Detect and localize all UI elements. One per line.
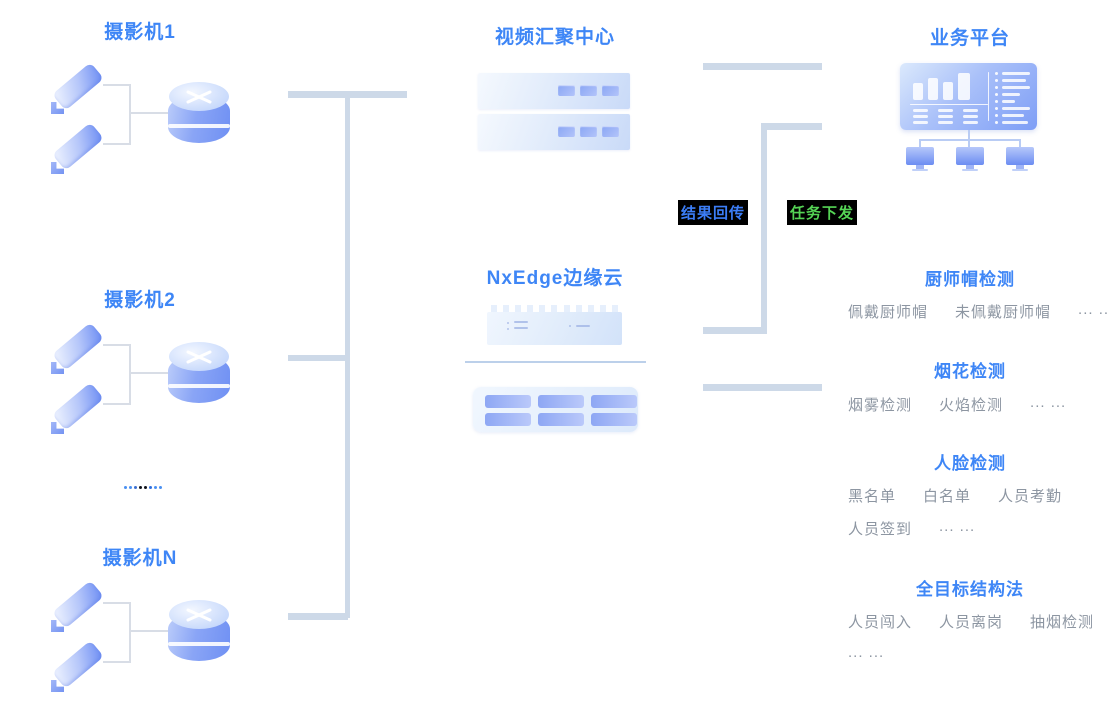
dashboard-bar xyxy=(958,73,970,100)
monitor-icon xyxy=(906,147,934,172)
network-switch-icon xyxy=(168,82,230,146)
detection-items-row: 黑名单 白名单 人员考勤 xyxy=(848,485,1062,506)
bus-line-elbow-cameraN xyxy=(288,613,348,620)
platform-tree-line xyxy=(919,139,921,148)
platform-tree-line xyxy=(968,139,970,148)
camera-group-n-title: 摄影机N xyxy=(102,548,178,569)
detection-items-row: 烟雾检测 火焰检测 ... ... xyxy=(848,394,1066,415)
camera-group-2-title: 摄影机2 xyxy=(104,290,176,311)
rack-server-icon xyxy=(478,114,630,150)
camera1-link-line xyxy=(129,84,131,145)
detection-items-row: 人员签到 ... ... xyxy=(848,518,975,539)
detection-title-smoke-fire: 烟花检测 xyxy=(934,362,1006,381)
bus-line-stub-camera2 xyxy=(288,355,345,361)
detection-title-chef-hat: 厨师帽检测 xyxy=(925,270,1015,289)
detection-title-full-target: 全目标结构法 xyxy=(916,580,1024,599)
detection-item: 抽烟检测 xyxy=(1030,614,1095,631)
cctv-camera-icon xyxy=(50,60,108,118)
network-switch-icon xyxy=(168,600,230,664)
edge-cloud-title: NxEdge边缘云 xyxy=(486,268,624,289)
dashboard-icon xyxy=(900,63,1037,130)
platform-tree-line xyxy=(919,139,1021,141)
detection-items-row: ... ... xyxy=(848,644,884,661)
cctv-camera-icon xyxy=(50,320,108,378)
memory-modules-icon xyxy=(473,387,638,432)
edge-chip-icon xyxy=(487,305,622,345)
camera2-link-line xyxy=(103,344,131,346)
monitor-icon xyxy=(956,147,984,172)
cameraN-link-line xyxy=(103,661,131,663)
detection-item: 黑名单 xyxy=(848,488,897,505)
camera1-link-line xyxy=(103,143,131,145)
bus-line-vertical xyxy=(345,95,350,618)
connector-elbow-top xyxy=(764,123,822,130)
detection-item: ... ... xyxy=(1078,301,1110,318)
detection-items-row: 佩戴厨师帽 未佩戴厨师帽 ... ... xyxy=(848,301,1110,322)
task-dispatch-label: 任务下发 xyxy=(787,200,858,225)
monitor-icon xyxy=(1006,147,1034,172)
platform-tree-line xyxy=(1019,139,1021,148)
platform-title: 业务平台 xyxy=(929,28,1010,49)
connector-lower-bar xyxy=(703,384,822,391)
detection-item: 人员离岗 xyxy=(939,614,1004,631)
dashboard-bar xyxy=(913,83,923,100)
switch-arrows-icon xyxy=(186,608,212,622)
detection-item: 人员闯入 xyxy=(848,614,913,631)
cameraN-link-line xyxy=(103,602,131,604)
bus-line-top xyxy=(288,91,407,98)
detection-title-face: 人脸检测 xyxy=(934,454,1006,473)
camera2-link-line xyxy=(129,344,131,405)
detection-item: ... ... xyxy=(848,644,885,661)
detection-items-row: 人员闯入 人员离岗 抽烟检测 xyxy=(848,611,1094,632)
more-cameras-ellipsis xyxy=(124,486,162,489)
cctv-camera-icon xyxy=(50,638,108,696)
camera-group-1-title: 摄影机1 xyxy=(104,22,176,43)
detection-item: ... ... xyxy=(1030,394,1067,411)
detection-item: ... ... xyxy=(939,518,976,535)
dashboard-bar xyxy=(928,78,938,100)
connector-elbow-bottom xyxy=(703,327,767,334)
detection-item: 烟雾检测 xyxy=(848,397,913,414)
detection-item: 火焰检测 xyxy=(939,397,1004,414)
platform-tree-line xyxy=(968,130,970,139)
detection-item: 白名单 xyxy=(923,488,972,505)
camera2-link-line xyxy=(103,403,131,405)
camera1-link-line xyxy=(131,112,171,114)
video-center-title: 视频汇聚中心 xyxy=(494,27,615,48)
switch-arrows-icon xyxy=(186,90,212,104)
network-switch-icon xyxy=(168,342,230,406)
detection-item: 人员考勤 xyxy=(998,488,1063,505)
detection-item: 人员签到 xyxy=(848,521,913,538)
connector-top-bar xyxy=(703,63,822,70)
edge-section-divider xyxy=(465,361,646,363)
connector-elbow-vertical xyxy=(761,123,767,331)
camera2-link-line xyxy=(131,372,171,374)
detection-item: 未佩戴厨师帽 xyxy=(955,304,1052,321)
cameraN-link-line xyxy=(131,630,171,632)
detection-item: 佩戴厨师帽 xyxy=(848,304,929,321)
cctv-camera-icon xyxy=(50,380,108,438)
switch-arrows-icon xyxy=(186,350,212,364)
cctv-camera-icon xyxy=(50,120,108,178)
camera1-link-line xyxy=(103,84,131,86)
dashboard-bar xyxy=(943,82,953,100)
cctv-camera-icon xyxy=(50,578,108,636)
cameraN-link-line xyxy=(129,602,131,663)
result-return-label: 结果回传 xyxy=(678,200,749,225)
rack-server-icon xyxy=(478,73,630,109)
